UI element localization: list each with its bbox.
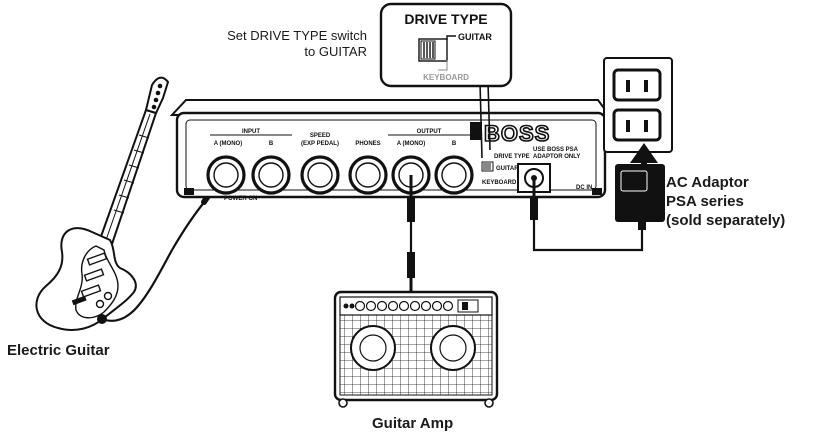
exp-pedal-label: (EXP PEDAL) bbox=[301, 141, 339, 147]
instruction-line-1: Set DRIVE TYPE switch bbox=[227, 28, 367, 43]
speed-label: SPEED bbox=[310, 133, 331, 139]
input-a-jack bbox=[206, 155, 246, 195]
amp-cable bbox=[407, 175, 415, 292]
ac-adaptor-line-1: AC Adaptor bbox=[666, 174, 749, 191]
ac-adaptor-label: AC Adaptor PSA series (sold separately) bbox=[666, 173, 785, 230]
dc-in-label: DC IN bbox=[576, 185, 592, 191]
guitar-amp-illustration bbox=[333, 290, 499, 408]
output-a-label: A (MONO) bbox=[397, 141, 425, 147]
phones-label: PHONES bbox=[355, 141, 380, 147]
drive-type-callout: DRIVE TYPE GUITAR KEYBOARD bbox=[379, 2, 513, 159]
output-label: OUTPUT bbox=[417, 129, 442, 135]
input-a-label: A (MONO) bbox=[214, 141, 242, 147]
ac-adaptor-line-3: (sold separately) bbox=[666, 212, 786, 229]
wall-outlet bbox=[603, 57, 673, 153]
pedal-guitar-label: GUITAR bbox=[496, 166, 519, 172]
pedal-drive-type-label: DRIVE TYPE bbox=[494, 154, 530, 160]
guitar-cable bbox=[101, 199, 207, 322]
output-b-jack bbox=[434, 155, 474, 195]
boss-logo-mark bbox=[470, 122, 482, 140]
pedal-unit: INPUT A (MONO) B SPEED (EXP PEDAL) PHONE… bbox=[169, 99, 611, 202]
ac-adaptor-line-2: PSA series bbox=[666, 193, 744, 210]
boss-logo: BOSS bbox=[484, 121, 550, 146]
pedal-keyboard-label: KEYBOARD bbox=[482, 180, 517, 186]
adaptor-only-label: ADAPTOR ONLY bbox=[533, 154, 580, 160]
adaptor-cable bbox=[530, 178, 644, 252]
instruction-line-2: to GUITAR bbox=[304, 44, 367, 59]
drive-type-instruction: Set DRIVE TYPE switch to GUITAR bbox=[170, 28, 367, 60]
electric-guitar-label: Electric Guitar bbox=[7, 342, 110, 359]
phones-jack bbox=[348, 155, 388, 195]
input-b-jack bbox=[251, 155, 291, 195]
electric-guitar-illustration bbox=[35, 76, 170, 331]
use-boss-label: USE BOSS PSA bbox=[533, 147, 579, 153]
input-label: INPUT bbox=[242, 129, 260, 135]
callout-title: DRIVE TYPE bbox=[404, 11, 487, 27]
power-on-label: POWER ON bbox=[224, 196, 257, 202]
plug-in-arrow bbox=[630, 143, 658, 172]
output-b-label: B bbox=[452, 141, 457, 147]
guitar-amp-label: Guitar Amp bbox=[372, 415, 454, 432]
callout-keyboard-label: KEYBOARD bbox=[423, 73, 469, 82]
input-b-label: B bbox=[269, 141, 274, 147]
ac-adaptor-illustration bbox=[615, 164, 665, 230]
callout-guitar-label: GUITAR bbox=[458, 32, 492, 42]
speed-jack bbox=[300, 155, 340, 195]
